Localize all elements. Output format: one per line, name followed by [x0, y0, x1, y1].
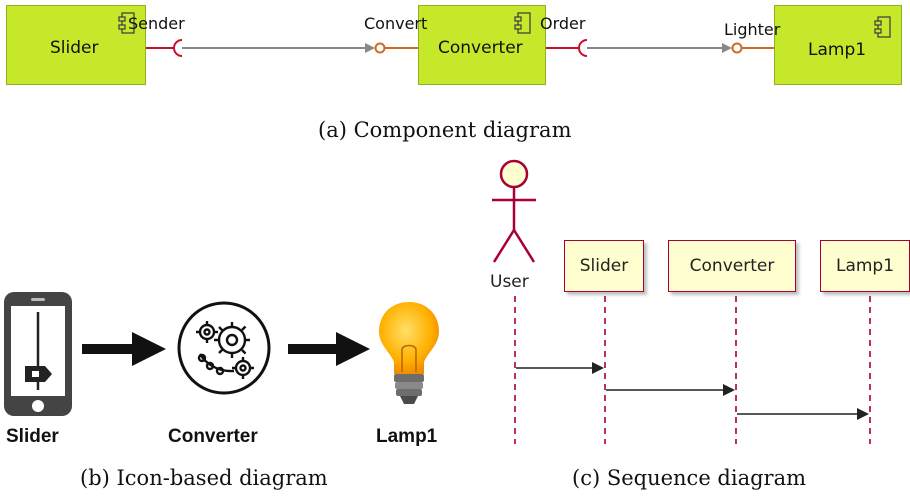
icon-label-converter: Converter [168, 426, 258, 447]
component-name-slider: Slider [50, 38, 99, 58]
component-name-lamp1: Lamp1 [808, 40, 867, 60]
sequence-lifelines [514, 296, 871, 444]
participant-converter: Converter [668, 240, 796, 292]
caption-sequence-diagram: (c) Sequence diagram [572, 466, 807, 490]
gears-icon [177, 301, 271, 395]
caption-component-diagram: (a) Component diagram [318, 118, 572, 142]
smartphone-slider-icon [4, 292, 72, 416]
actor-user-label: User [490, 272, 529, 292]
arrow-right-icon [288, 332, 370, 366]
participant-lamp1: Lamp1 [820, 240, 910, 292]
component-lamp1 [774, 5, 902, 85]
connector-order-lighter [546, 39, 774, 57]
component-converter [418, 5, 546, 85]
port-label-lighter: Lighter [724, 20, 781, 39]
port-label-convert: Convert [364, 14, 428, 33]
component-icon [874, 16, 891, 38]
message-converter-to-lamp1 [737, 408, 869, 420]
component-icon [118, 12, 135, 34]
icon-label-lamp1: Lamp1 [376, 426, 438, 447]
light-bulb-icon [379, 302, 439, 404]
port-label-sender: Sender [128, 14, 185, 33]
arrow-right-icon [82, 332, 166, 366]
port-label-order: Order [540, 14, 586, 33]
icon-label-slider: Slider [6, 426, 59, 447]
component-connectors [146, 39, 774, 57]
component-name-converter: Converter [438, 38, 523, 58]
stick-figure-icon [492, 159, 536, 263]
participant-slider: Slider [564, 240, 644, 292]
message-slider-to-converter [606, 384, 735, 396]
message-user-to-slider [516, 362, 604, 374]
connector-sender-convert [146, 39, 418, 57]
caption-icon-diagram: (b) Icon-based diagram [80, 466, 328, 490]
component-icon [514, 12, 531, 34]
